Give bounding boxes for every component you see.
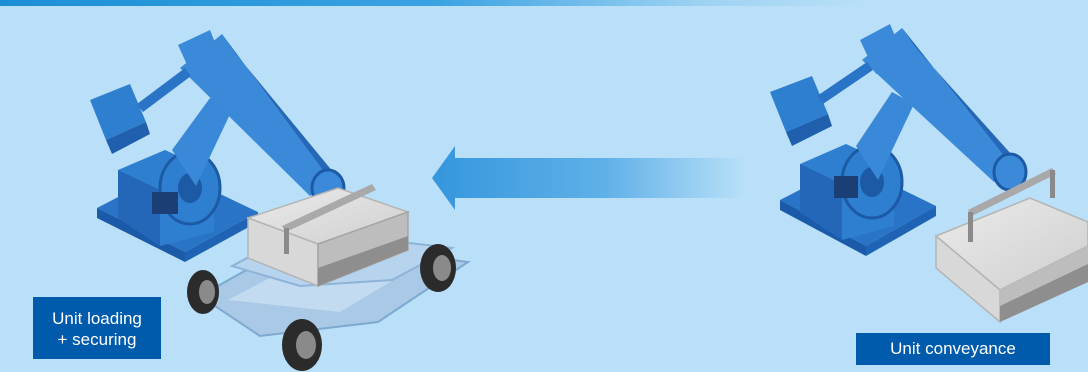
unit-loading-label-line2: + securing (33, 329, 161, 350)
unit-loading-label-line1: Unit loading (33, 308, 161, 329)
arrow-left-icon (432, 146, 745, 210)
unit-loading-label: Unit loading + securing (33, 297, 161, 359)
unit-block-icon (936, 168, 1088, 322)
unit-conveyance-label: Unit conveyance (856, 333, 1050, 365)
